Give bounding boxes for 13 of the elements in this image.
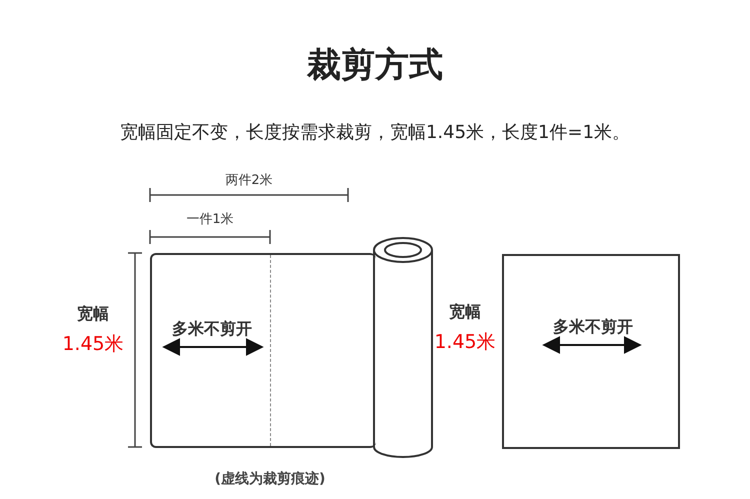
dimension-label: 两件2米 xyxy=(224,172,274,189)
title: 裁剪方式 xyxy=(306,44,444,87)
caption: (虚线为裁剪痕迹) xyxy=(214,470,326,488)
node-text: 多米不剪开 xyxy=(553,317,633,338)
fabric-sheet xyxy=(150,253,376,448)
side-label: 宽幅 xyxy=(76,304,110,325)
fabric-sheet xyxy=(502,254,680,449)
side-value: 1.45米 xyxy=(61,332,125,357)
side-label: 宽幅 xyxy=(448,302,482,323)
subtitle: 宽幅固定不变，长度按需求裁剪，宽幅1.45米，长度1件=1米。 xyxy=(118,121,632,144)
side-value: 1.45米 xyxy=(433,330,497,355)
dimension-label: 一件1米 xyxy=(185,211,235,228)
node-text: 多米不剪开 xyxy=(172,319,252,340)
